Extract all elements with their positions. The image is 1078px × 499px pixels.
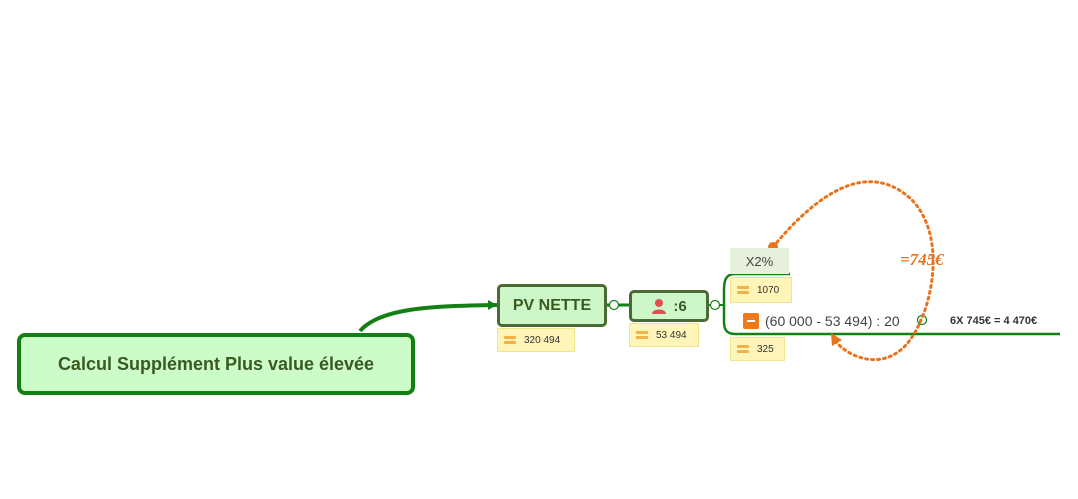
branch-bracket (722, 272, 1060, 336)
x2-label: X2% (745, 253, 774, 269)
result-label: 6X 745€ = 4 470€ (950, 315, 1038, 327)
note-icon (636, 330, 648, 340)
result-topic[interactable]: 6X 745€ = 4 470€ (950, 315, 1037, 327)
pv-nette-label: PV NETTE (512, 296, 592, 314)
note-icon (737, 285, 749, 295)
formula-note[interactable]: 325 (730, 337, 785, 361)
pv-collapse-handle (608, 299, 620, 311)
note-icon (504, 335, 516, 345)
x2-note-value: 1070 (757, 284, 780, 296)
pv-nette-topic[interactable]: PV NETTE (497, 284, 607, 327)
annotation-label: =745€ (900, 250, 944, 269)
annotation-loop (771, 180, 935, 362)
formula-topic[interactable]: (60 000 - 53 494) : 20 (743, 312, 900, 330)
formula-label: (60 000 - 53 494) : 20 (765, 313, 900, 329)
person-icon (652, 299, 667, 314)
division-collapse-handle (709, 299, 721, 311)
annotation-arrowhead (831, 333, 842, 346)
division-note[interactable]: 53 494 (629, 323, 699, 347)
division-topic[interactable]: :6 (629, 290, 709, 322)
minus-icon (743, 313, 759, 329)
x2-topic[interactable]: X2% (730, 248, 789, 274)
formula-note-value: 325 (757, 343, 774, 355)
pv-note-value: 320 494 (524, 334, 561, 346)
pv-note[interactable]: 320 494 (497, 328, 575, 352)
root-topic[interactable]: Calcul Supplément Plus value élevée (17, 333, 415, 395)
root-topic-label: Calcul Supplément Plus value élevée (57, 353, 375, 374)
x2-note[interactable]: 1070 (730, 277, 792, 303)
division-label: :6 (673, 297, 687, 315)
note-icon (737, 344, 749, 354)
connector-arrowhead (488, 300, 497, 310)
root-to-pv-connector (358, 303, 498, 333)
division-note-value: 53 494 (656, 329, 687, 341)
